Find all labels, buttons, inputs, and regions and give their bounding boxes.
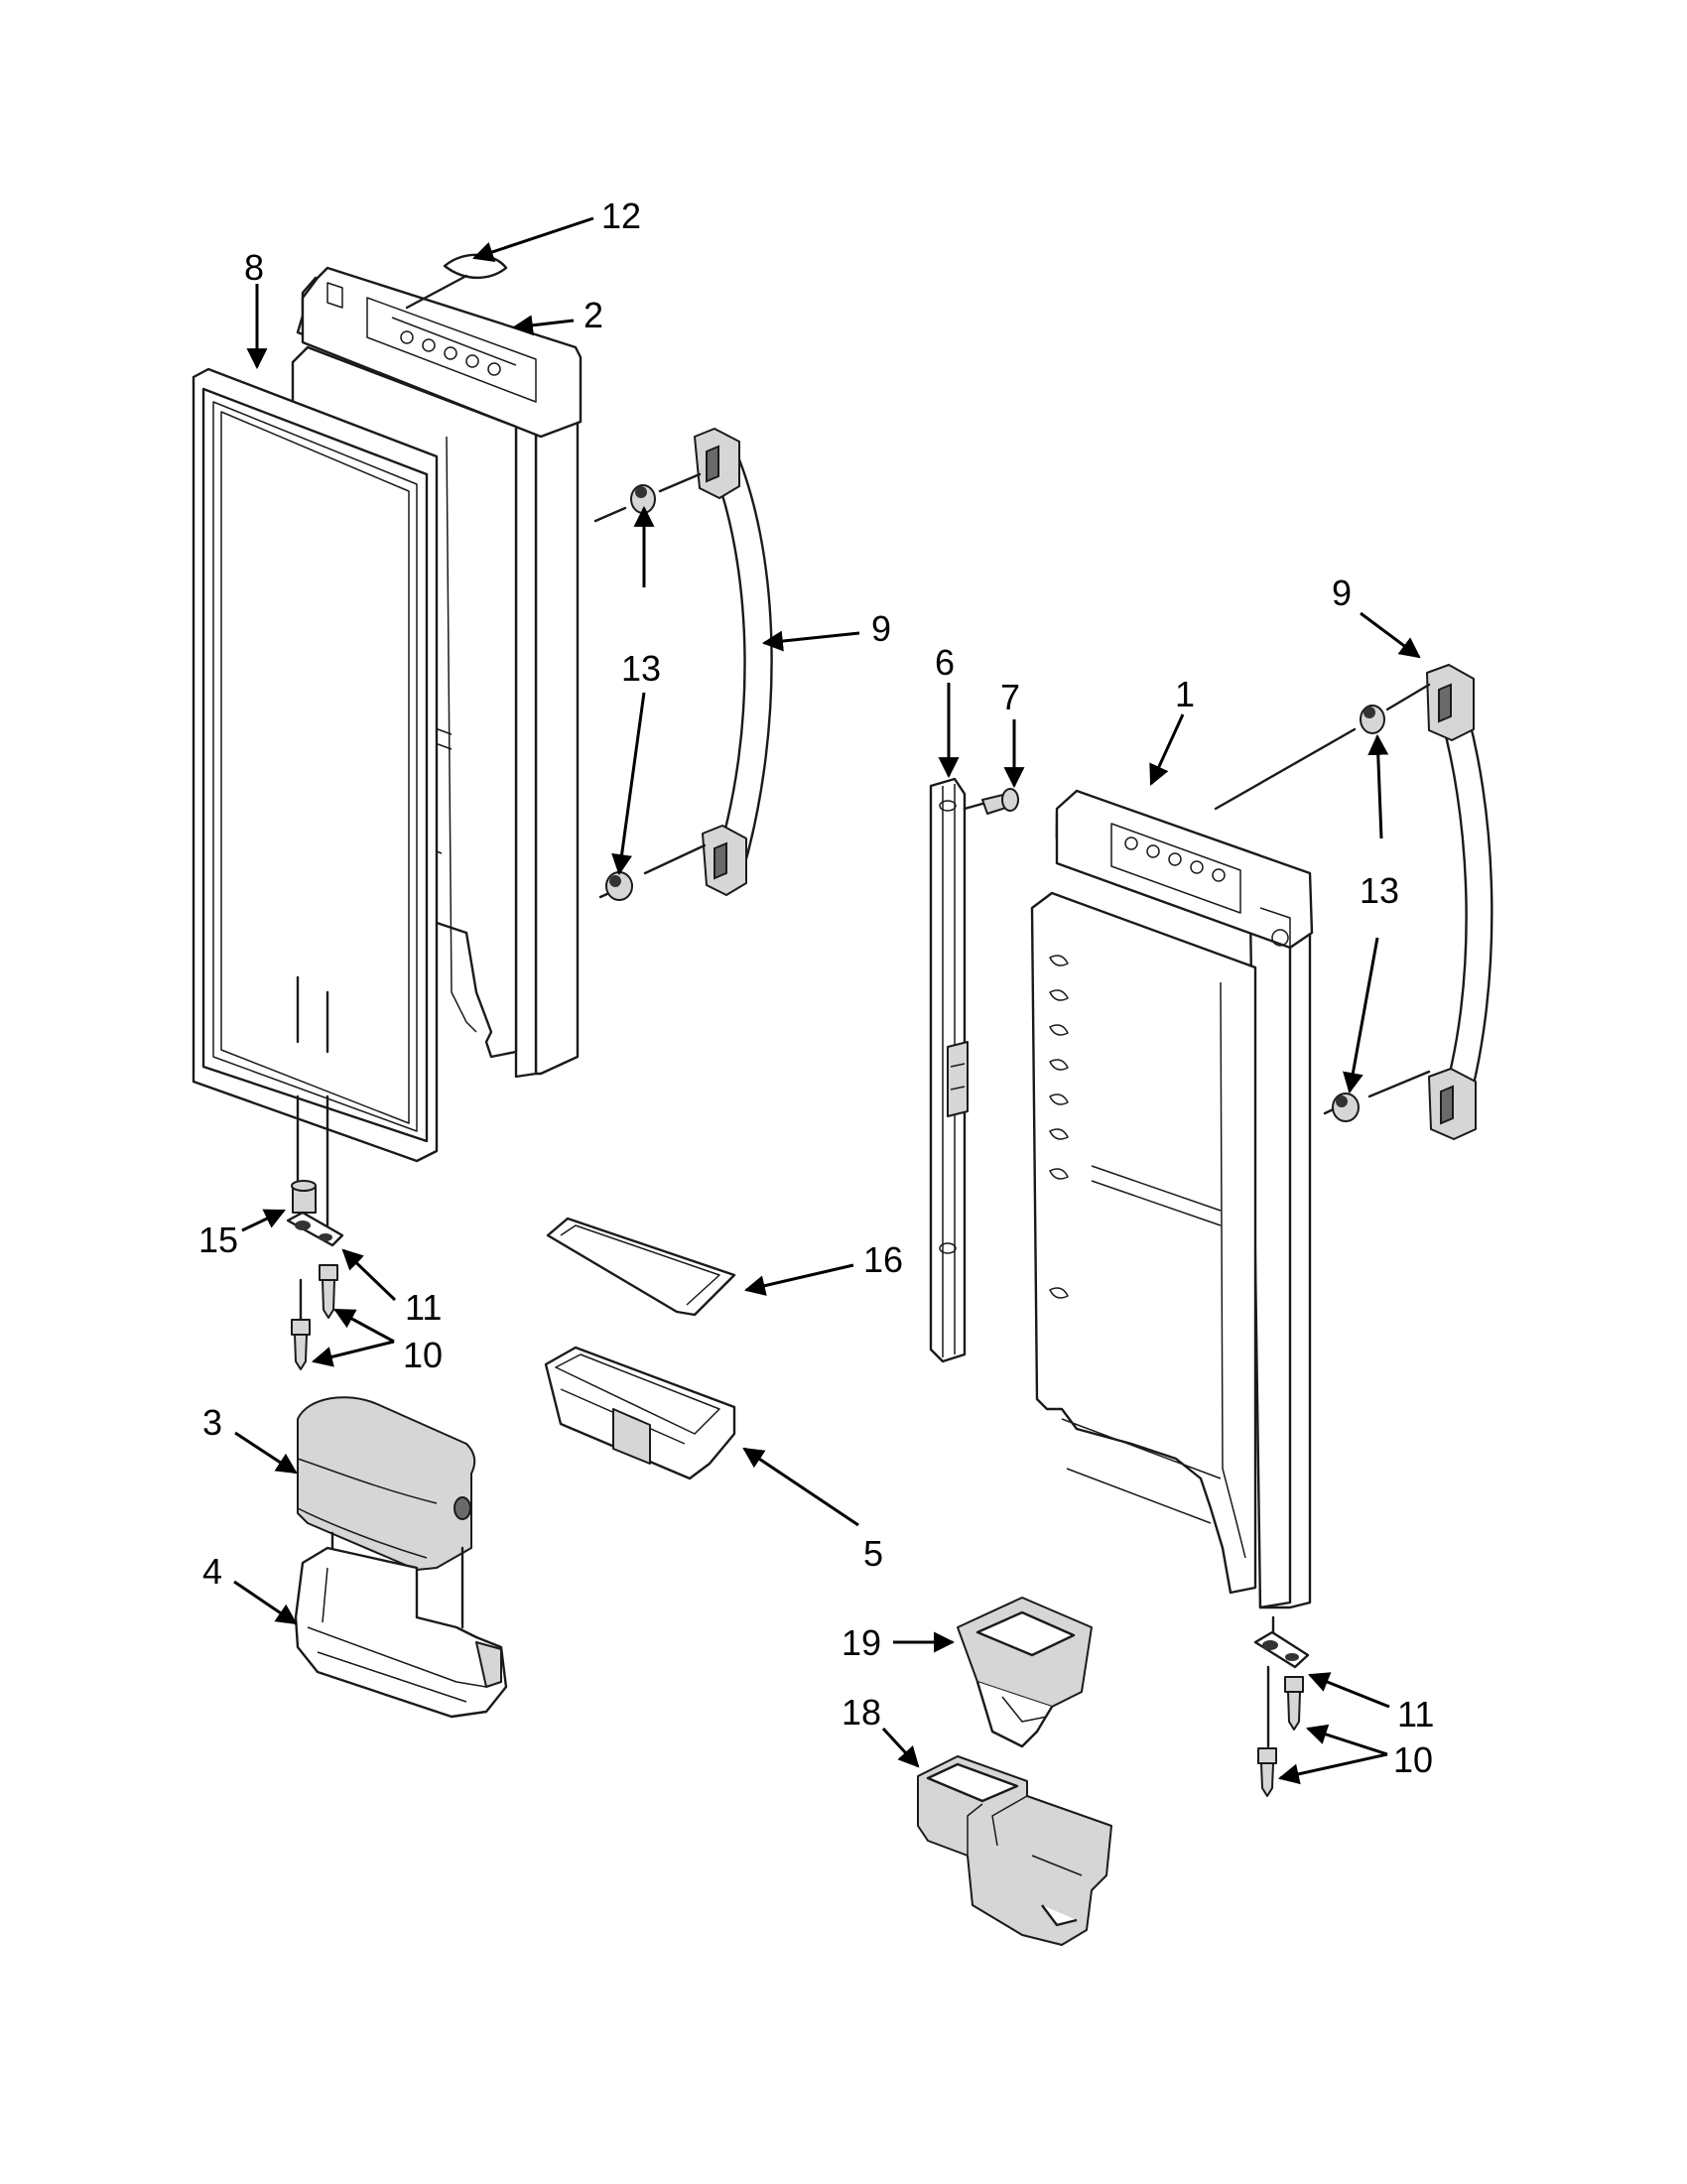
left-hinge-screw-upper: [319, 1264, 338, 1319]
left-bottom-hinge-pin: [291, 1180, 317, 1214]
callout-18: 18: [842, 1692, 881, 1733]
door-bin: [544, 1346, 736, 1480]
mullion-hinge-pin: [963, 788, 1019, 815]
callout-11-left: 11: [405, 1287, 442, 1328]
left-door-handle: [694, 428, 773, 896]
callout-9-right: 9: [1332, 573, 1352, 613]
callout-8: 8: [244, 247, 264, 288]
right-handle-fastener-bottom: [1323, 1070, 1431, 1122]
ice-dispenser-cup: [957, 1597, 1093, 1748]
callout-labels: 12 8 2 13 9 6 7 1 9 13 15 11 10 16 3 5 4…: [198, 195, 1434, 1780]
right-door-outer-shell: [1030, 789, 1314, 1609]
callout-9-left: 9: [871, 608, 891, 649]
ice-dispenser-housing: [917, 1755, 1112, 1946]
callout-2: 2: [584, 295, 603, 335]
left-handle-fastener-bottom: [598, 843, 707, 901]
callout-15: 15: [198, 1220, 238, 1260]
callout-7: 7: [1000, 677, 1020, 717]
left-bottom-hinge-bracket: [286, 1211, 344, 1247]
callout-13-right: 13: [1360, 870, 1399, 911]
callout-10-right: 10: [1393, 1739, 1433, 1780]
callout-leaders: [233, 216, 1421, 1785]
callout-6: 6: [935, 642, 955, 683]
left-door-gasket: [192, 367, 439, 1163]
right-bottom-hinge-bracket: [1253, 1630, 1310, 1669]
callout-3: 3: [202, 1402, 222, 1443]
callout-13-left: 13: [621, 648, 661, 689]
left-hinge-screw-lower: [291, 1319, 311, 1370]
callout-11-right: 11: [1397, 1694, 1434, 1734]
right-hinge-screw-lower: [1257, 1747, 1277, 1797]
right-door-handle: [1426, 664, 1493, 1140]
ice-bin-cover: [297, 1396, 476, 1629]
callout-12: 12: [601, 195, 641, 236]
callout-4: 4: [202, 1551, 222, 1592]
left-bin-cover: [546, 1217, 736, 1317]
right-handle-fastener-top: [1214, 683, 1431, 811]
callout-1: 1: [1175, 674, 1195, 714]
callout-5: 5: [863, 1533, 883, 1574]
callout-19: 19: [842, 1622, 881, 1663]
ice-bin-base: [294, 1546, 508, 1719]
callout-10-left: 10: [403, 1335, 443, 1375]
callout-16: 16: [863, 1239, 903, 1280]
right-hinge-screw-upper: [1284, 1676, 1304, 1731]
left-handle-fastener-top: [593, 472, 702, 523]
door-center-mullion: [929, 777, 969, 1363]
